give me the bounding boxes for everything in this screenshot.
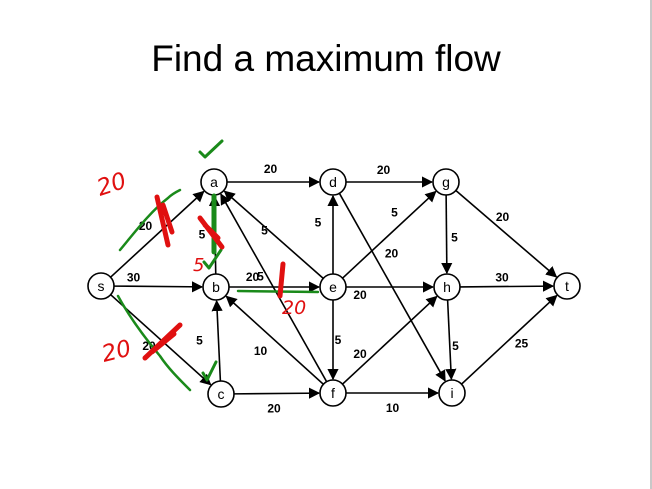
edge-i-t (460, 294, 558, 385)
capacity-label-a-d: 20 (264, 162, 278, 176)
node-label-i: i (450, 385, 453, 401)
node-circle-e (319, 273, 347, 301)
node-d: d (319, 168, 347, 196)
red-strike-b-e (277, 261, 286, 299)
red-strike-b-a (197, 215, 225, 250)
capacity-label-i-t: 25 (515, 337, 529, 351)
green-check-mark-b (202, 248, 223, 270)
capacity-label-c-f: 20 (267, 402, 281, 416)
capacity-label-f-i: 10 (386, 401, 400, 415)
node-g: g (432, 168, 460, 196)
node-a: a (200, 168, 228, 196)
capacity-label-f-h: 20 (353, 347, 367, 361)
node-i: i (438, 379, 466, 407)
node-c: c (207, 380, 235, 408)
node-circle-t (553, 272, 581, 300)
node-circle-i (438, 379, 466, 407)
node-label-g: g (442, 174, 450, 190)
node-label-e: e (329, 279, 337, 295)
node-label-d: d (329, 174, 337, 190)
node-label-f: f (331, 385, 335, 401)
node-label-b: b (212, 279, 220, 295)
slide-edge-strip (650, 0, 652, 489)
capacity-label-g-t: 20 (496, 210, 510, 224)
edge-c-b (211, 299, 223, 382)
node-circle-c (207, 380, 235, 408)
capacity-label-h-t: 30 (495, 271, 509, 285)
node-label-s: s (98, 278, 105, 294)
node-circle-s (87, 272, 115, 300)
capacity-label-b-e: 20 (246, 270, 260, 284)
capacity-label-b-a: 5 (199, 228, 206, 242)
node-label-c: c (218, 386, 225, 402)
capacity-label-c-b: 5 (196, 334, 203, 348)
node-s: s (87, 272, 115, 300)
node-f: f (319, 379, 347, 407)
node-e: e (319, 273, 347, 301)
node-circle-f (319, 379, 347, 407)
capacity-label-g-h: 5 (451, 231, 458, 245)
capacity-label-e-g: 5 (391, 206, 398, 220)
node-label-t: t (565, 278, 569, 294)
edge-f-a (220, 193, 328, 383)
capacity-label-h-i: 5 (452, 339, 459, 353)
node-circle-g (432, 168, 460, 196)
capacity-label-d-i: 20 (385, 247, 399, 261)
red-flow-value-b-e: 20 (282, 297, 306, 319)
capacity-label-e-d: 5 (315, 216, 322, 230)
capacity-label-f-b: 10 (254, 344, 268, 358)
red-strike-s-c (142, 322, 183, 361)
green-stroke-s-c (116, 294, 192, 392)
nodes-layer: s a b c d e f g h i t (87, 168, 581, 408)
capacity-label-e-f: 5 (335, 333, 342, 347)
node-h: h (433, 273, 461, 301)
edge-s-a (110, 190, 205, 278)
edge-g-h (441, 194, 453, 275)
node-label-a: a (210, 174, 218, 190)
green-stroke-s-a (118, 188, 182, 252)
edge-f-h (341, 295, 438, 385)
red-flow-value-b-a: 5 (193, 255, 204, 276)
capacity-label-s-b: 30 (127, 271, 141, 285)
capacity-label-e-h: 20 (353, 288, 367, 302)
edge-h-i (445, 299, 457, 381)
red-flow-value-s-c: 20 (99, 336, 134, 368)
node-circle-d (319, 168, 347, 196)
slide-title: Find a maximum flow (151, 38, 501, 79)
edge-e-a (223, 190, 324, 279)
edge-c-f (233, 387, 321, 399)
node-circle-h (433, 273, 461, 301)
edge-f-b (225, 295, 324, 385)
node-circle-b (202, 273, 230, 301)
red-strike-s-a (154, 194, 175, 248)
green-check-mark-a (198, 139, 224, 159)
edge-e-g (341, 190, 437, 279)
capacity-label-e-a: 5 (261, 224, 268, 238)
capacity-label-f-a: 5 (257, 270, 264, 284)
red-flow-value-s-a: 20 (94, 168, 130, 202)
edge-h-t (459, 280, 555, 292)
edge-g-t (455, 189, 558, 278)
node-label-h: h (443, 279, 451, 295)
capacity-label-d-g: 20 (377, 163, 391, 177)
green-check-mark-c (201, 360, 218, 382)
node-t: t (553, 272, 581, 300)
edge-s-b (113, 281, 204, 293)
node-b: b (202, 273, 230, 301)
